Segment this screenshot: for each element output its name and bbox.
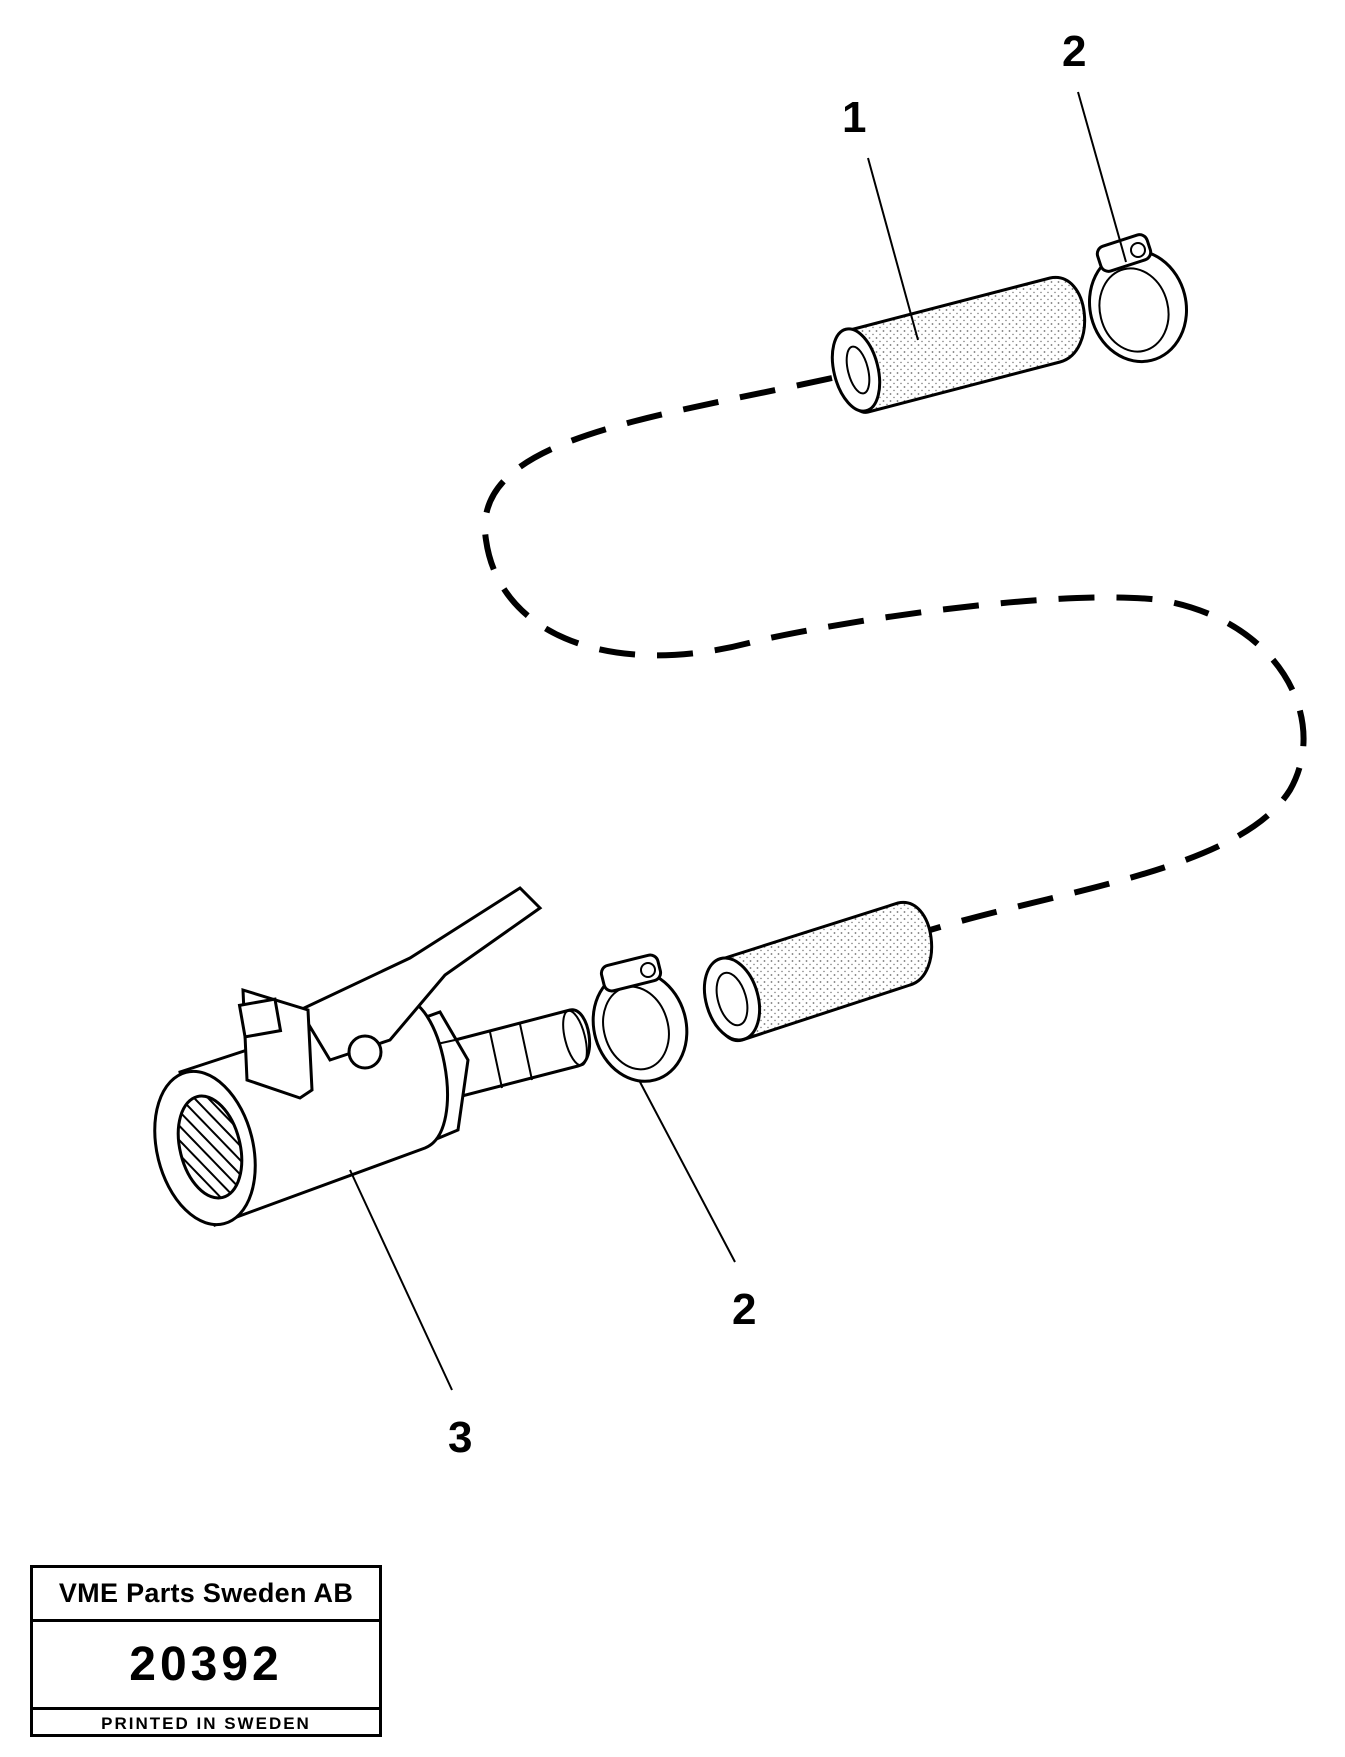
leader-line-2-bottom — [639, 1081, 736, 1263]
leader-line-1 — [867, 157, 919, 341]
callout-3: 3 — [448, 1413, 472, 1462]
hose-upper — [830, 276, 1087, 414]
callout-2-top: 2 — [1062, 27, 1086, 76]
leader-line-2-top — [1077, 91, 1127, 263]
hose-lower — [702, 901, 933, 1042]
hose-clamp-upper — [1087, 233, 1189, 364]
drawing-number: 20392 — [33, 1622, 379, 1710]
air-coupling — [153, 886, 592, 1227]
hose-clamp-lower — [591, 953, 689, 1083]
title-block: VME Parts Sweden AB 20392 PRINTED IN SWE… — [30, 1565, 382, 1737]
company-name: VME Parts Sweden AB — [33, 1568, 379, 1622]
leader-line-3 — [349, 1169, 453, 1391]
printed-in-label: PRINTED IN SWEDEN — [101, 1713, 311, 1733]
callout-1: 1 — [842, 93, 866, 142]
callout-2-bottom: 2 — [732, 1285, 756, 1334]
hose-continuation-dashed-line — [481, 375, 1307, 933]
